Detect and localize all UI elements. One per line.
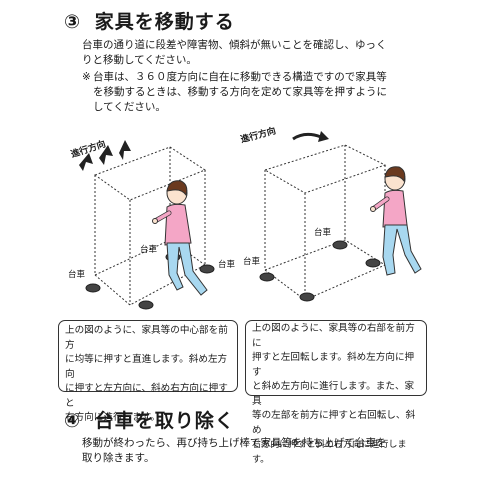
note-line3: してください。: [93, 101, 166, 113]
left-dolly-label-1: 台車: [140, 245, 158, 255]
left-caption-line: 右方向に進行します。: [65, 412, 160, 423]
right-dolly-label-2: 台車: [243, 257, 261, 267]
section3-body-line2: りと移動してください。: [82, 54, 197, 66]
section4-body-line1: 移動が終わったら、再び持ち上げ棒で家具等を持ち上げて台車を: [82, 437, 387, 449]
left-caption-line: 上の図のように、家具等の中心部を前方: [65, 325, 228, 351]
section4-body-line2: 取り除きます。: [82, 452, 155, 464]
right-caption-line: 右方向に押すと斜め右方向に進行します。: [252, 440, 407, 465]
section4-title: 台車を取り除く: [94, 410, 235, 432]
section3-body: 台車の通り道に段差や障害物、傾斜が無いことを確認し、ゆっく りと移動してください…: [82, 38, 472, 68]
dolly-icon: [259, 240, 381, 302]
note-line2: を移動するときは、移動する方向を定めて家具等を押すように: [93, 86, 387, 98]
right-caption-box: 上の図のように、家具等の右部を前方に 押すと左回転します。斜め左方向に押す と斜…: [245, 320, 427, 465]
rotate-arrow: [292, 132, 322, 141]
person-pushing-icon: [152, 180, 208, 296]
note-line1: 台車は、３６０度方向に自在に移動できる構造ですので家具等: [93, 71, 387, 83]
direction-arrows: [79, 140, 131, 171]
section4-body: 移動が終わったら、再び持ち上げ棒で家具等を持ち上げて台車を 取り除きます。: [82, 436, 472, 466]
section3-note: ※ 台車は、３６０度方向に自在に移動できる構造ですので家具等 を移動するときは、…: [82, 70, 474, 115]
right-caption-line: と斜め左方向に進行します。また、家具: [252, 381, 415, 407]
left-caption-line: に押すと左方向に、斜め右方向に押すと: [65, 383, 228, 409]
section3-heading: ③ 家具を移動する: [64, 7, 235, 34]
left-dolly-label-3: 台車: [218, 260, 236, 270]
note-mark: ※: [82, 71, 91, 83]
section4-number: ④: [64, 410, 82, 432]
section3-number: ③: [64, 11, 82, 33]
left-dolly-label-2: 台車: [68, 270, 86, 280]
section3-title: 家具を移動する: [94, 11, 235, 33]
right-caption-line: 押すと左回転します。斜め左方向に押す: [252, 352, 415, 378]
person-pushing-icon: [370, 166, 422, 276]
right-caption-line: 等の左部を前方に押すと右回転し、斜め: [252, 410, 416, 436]
right-caption-line: 上の図のように、家具等の右部を前方に: [252, 323, 415, 349]
section4-heading: ④ 台車を取り除く: [64, 406, 235, 433]
right-illustration: [259, 131, 422, 302]
left-caption-line: に均等に押すと直進します。斜め左方向: [65, 354, 228, 380]
left-illustration: [79, 140, 215, 310]
left-caption-box: 上の図のように、家具等の中心部を前方 に均等に押すと直進します。斜め左方向 に押…: [58, 320, 238, 423]
section3-body-line1: 台車の通り道に段差や障害物、傾斜が無いことを確認し、ゆっく: [82, 39, 387, 51]
right-dolly-label-1: 台車: [314, 228, 332, 238]
